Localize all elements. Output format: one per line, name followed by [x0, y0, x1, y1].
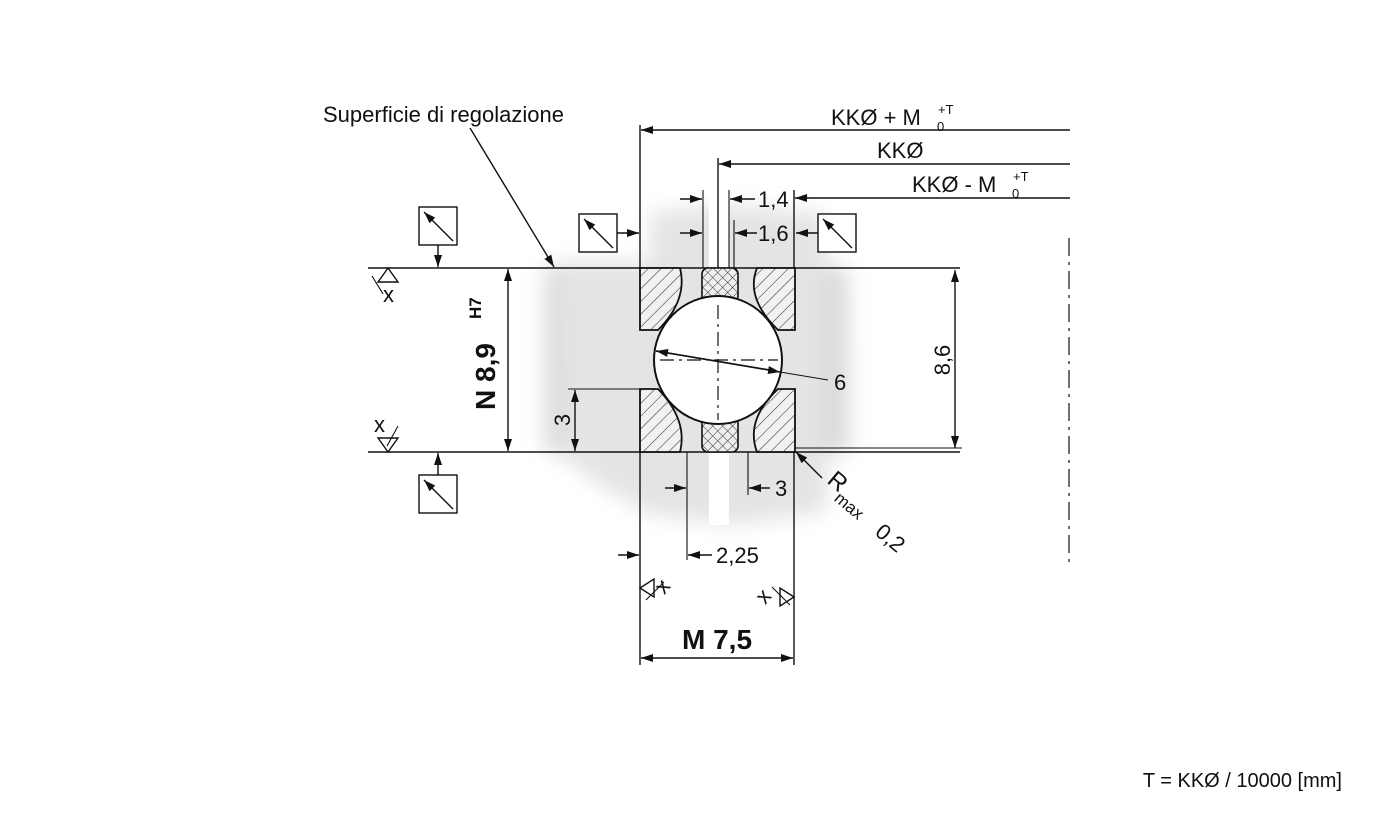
tolerance-formula: T = KKØ / 10000 [mm]: [1142, 770, 1342, 792]
dim-3-vertical-label: 3: [550, 414, 575, 426]
dim-225-label: 2,25: [716, 543, 759, 568]
kk-minus-sup: +T: [1013, 169, 1029, 184]
kk-minus-sub: 0: [1012, 186, 1019, 201]
dim-6-label: 6: [834, 370, 846, 395]
datum-left-bottom: [376, 425, 400, 454]
dim-86-line: [794, 270, 962, 449]
dim-3-horizontal-label: 3: [775, 476, 787, 501]
dim-6-line: [655, 349, 829, 381]
kk-label: KKØ: [877, 138, 923, 163]
inner-ring-bottom: [752, 388, 796, 453]
adjust-symbol-mid-right: [796, 213, 857, 253]
adjust-surface-label: Superficie di regolazione: [323, 102, 564, 127]
n-label: N 8,9 H7: [466, 297, 501, 410]
kk-plus-sub: 0: [937, 119, 944, 134]
dim-14-label: 1,4: [758, 187, 789, 212]
adjust-surface-leader: [469, 127, 555, 268]
dim-16-label: 1,6: [758, 221, 789, 246]
kk-minus-label: KKØ - M: [912, 172, 996, 197]
x-mark-left-top: x: [383, 282, 394, 307]
outer-ring-bottom: [639, 388, 683, 453]
kk-plus-label: KKØ + M: [831, 105, 921, 130]
x-mark-left-bottom: x: [374, 412, 385, 437]
svg-text:N 8,9: N 8,9: [470, 343, 501, 410]
rmax-leader: [795, 451, 823, 479]
adjust-symbol-left-top: [418, 206, 458, 267]
ball-center-lines: [660, 305, 778, 420]
svg-text:0,2: 0,2: [871, 519, 911, 558]
kk-plus-sup: +T: [938, 102, 954, 117]
adjust-symbol-left-bottom: [418, 453, 458, 514]
top-dimensions: [639, 125, 1070, 268]
rmax-label: R max 0,2: [822, 466, 911, 558]
datum-bottom-left: [638, 577, 665, 601]
datum-left-top: [371, 266, 400, 295]
bottom-dimensions: [618, 452, 795, 665]
datum-bottom-right: [771, 586, 796, 608]
adjust-symbol-mid-left: [578, 213, 639, 253]
dim-86-label: 8,6: [930, 345, 955, 376]
outer-ring-top: [639, 267, 683, 331]
dim-3-vertical-line: [568, 388, 640, 451]
inner-ring-top: [752, 267, 796, 331]
svg-text:H7: H7: [466, 297, 485, 319]
m-label: M 7,5: [682, 624, 752, 655]
